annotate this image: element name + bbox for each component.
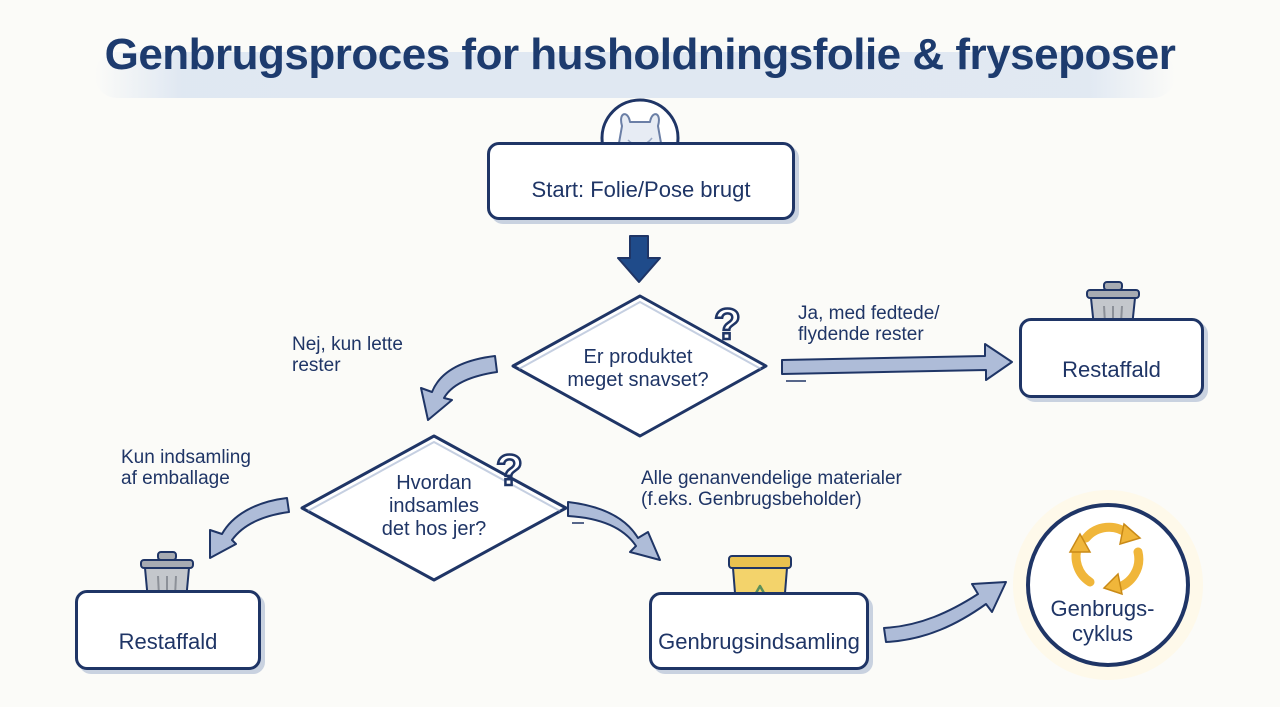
residual-waste-left-label: Restaffald	[118, 629, 218, 654]
decision-dirty-label: Er produktet meget snavset?	[548, 346, 728, 392]
title-highlight	[95, 52, 1175, 98]
question-mark-icon-dirty: ?	[713, 299, 742, 351]
residual-waste-node-right: Restaffald	[1019, 318, 1204, 398]
edge-label-dirty-no: Nej, kun lette rester	[292, 334, 403, 376]
arrow-all-materials	[567, 501, 661, 561]
arrow-dirty-yes	[781, 343, 1013, 382]
arrow-dirty-no	[420, 355, 498, 421]
decision-diamond-dirty	[511, 294, 768, 438]
edge-label-dirty-yes-line1: Ja, med fedtede/	[798, 303, 940, 324]
start-node-label: Start: Folie/Pose brugt	[531, 177, 751, 202]
question-mark-icon-collection: ?	[495, 445, 524, 497]
recycling-cycle-line1: Genbrugs-	[1050, 596, 1155, 621]
edge-label-packaging-only: Kun indsamling af emballage	[121, 447, 251, 489]
decision-collection-label: Hvordan indsamles det hos jer?	[354, 472, 514, 541]
decision-collection-line1: Hvordan	[396, 472, 472, 494]
arrow-packaging-only	[209, 497, 290, 559]
start-node: Start: Folie/Pose brugt	[487, 142, 795, 220]
edge-label-dirty-yes-line2: flydende rester	[798, 324, 924, 345]
edge-label-all-materials-line2: (f.eks. Genbrugsbeholder)	[641, 489, 862, 510]
edge-label-packaging-only-line2: af emballage	[121, 468, 230, 489]
residual-waste-node-left: Restaffald	[75, 590, 261, 670]
decision-collection-line3: det hos jer?	[381, 518, 487, 540]
arrow-start-to-decision	[617, 235, 661, 283]
decision-dirty-line1: Er produktet	[583, 346, 693, 368]
edge-label-dirty-no-line1: Nej, kun lette	[292, 334, 403, 355]
edge-label-dirty-no-line2: rester	[292, 355, 341, 376]
edge-label-dirty-yes: Ja, med fedtede/ flydende rester	[798, 303, 940, 345]
recycling-cycle-line2: cyklus	[1071, 621, 1134, 646]
recycling-collection-label: Genbrugsindsamling	[658, 629, 860, 654]
decision-dirty-line2: meget snavset?	[567, 369, 709, 391]
page-title: Genbrugsproces for husholdningsfolie & f…	[104, 30, 1176, 79]
decision-collection-line2: indsamles	[388, 495, 480, 517]
recycle-arrows-icon	[1068, 522, 1144, 596]
edge-label-packaging-only-line1: Kun indsamling	[121, 447, 251, 468]
recycling-collection-node: Genbrugsindsamling	[649, 592, 869, 670]
recycling-cycle-label: Genbrugs- cyklus	[1030, 596, 1175, 646]
edge-label-all-materials-line1: Alle genanvendelige materialer	[641, 468, 902, 489]
residual-waste-right-label: Restaffald	[1062, 357, 1161, 382]
arrow-to-recycling-cycle	[883, 581, 1007, 643]
edge-label-all-materials: Alle genanvendelige materialer (f.eks. G…	[641, 468, 902, 510]
decision-diamond-collection	[300, 434, 568, 582]
